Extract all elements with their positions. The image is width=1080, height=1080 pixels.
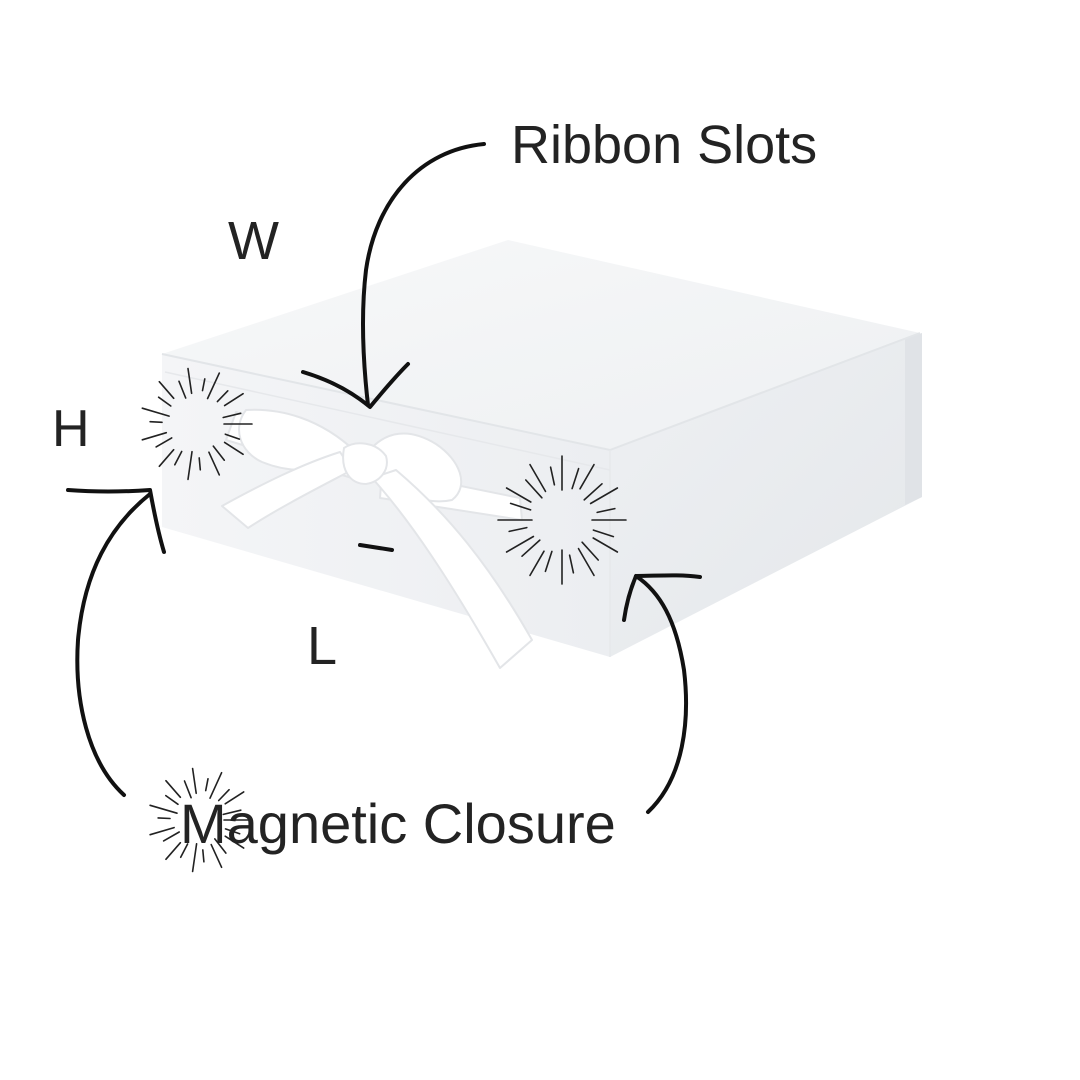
ribbon-knot (342, 442, 388, 485)
sparkle-ray (198, 457, 202, 471)
sparkle-ray (191, 767, 197, 795)
sparkle-ray (157, 396, 172, 407)
sparkle-ray (165, 794, 179, 806)
sparkle-ray (201, 378, 206, 392)
ribbon-arrow-icon (360, 142, 486, 407)
sparkle-ray (544, 550, 553, 573)
sparkle-ray (529, 463, 547, 493)
sparkle-ray (222, 412, 242, 419)
sparkle-ray (178, 380, 187, 399)
sparkle-ray (223, 392, 244, 407)
sparkle-ray (592, 537, 619, 553)
sparkle-ray (509, 502, 532, 511)
sparkle-ray (529, 550, 545, 577)
sparkle-ray (568, 554, 575, 574)
sparkle-ray (583, 482, 603, 501)
annotation-arrows (66, 142, 702, 814)
ribbon-bow (221, 408, 533, 669)
box-lid-top (162, 240, 920, 450)
sparkle-group (141, 367, 627, 873)
sparkle-icon-left (141, 367, 253, 481)
sparkle-ray (191, 842, 198, 873)
length-label: L (307, 616, 338, 676)
sparkle-ray (505, 487, 532, 503)
sparkle-ray (549, 466, 556, 486)
sparkle-ray (596, 507, 616, 514)
sparkle-ray (158, 448, 175, 468)
sparkle-ray (214, 838, 227, 854)
ribbon-tail-right (371, 469, 533, 669)
sparkle-ray (521, 539, 541, 558)
sparkle-ray (187, 450, 193, 481)
sparkle-ray (206, 372, 221, 400)
sparkle-ray (149, 804, 178, 815)
sparkle-ray (224, 433, 241, 440)
sparkle-ray (157, 817, 171, 820)
sparkle-ray (224, 835, 245, 849)
sparkle-ray (209, 771, 223, 800)
sparkle-ray (508, 526, 528, 533)
ribbon-arrowhead-icon (301, 362, 410, 409)
sparkle-ray (589, 487, 619, 505)
sparkle-ray (592, 529, 615, 538)
sparkle-ray (202, 849, 205, 863)
magnet-right-arrowhead-icon (622, 573, 702, 622)
sparkle-ray (208, 451, 221, 476)
sparkle-ray (179, 843, 189, 859)
box-spine (905, 333, 922, 505)
sparkle-ray (158, 380, 175, 400)
sparkle-ray (174, 450, 183, 466)
magnetic-closure-label: Magnetic Closure (180, 792, 616, 855)
sparkle-ray (155, 437, 173, 448)
ribbon-slots-label: Ribbon Slots (511, 115, 818, 175)
sparkle-icon-label (149, 767, 253, 873)
box-lid-seam (164, 371, 611, 471)
sparkle-ray (165, 779, 182, 799)
sparkle-icon-right (497, 455, 627, 585)
sparkle-ray (505, 535, 535, 553)
sparkle-ray (216, 389, 229, 403)
sparkle-ray (224, 828, 241, 835)
sparkle-ray (204, 777, 209, 792)
sparkle-ray (524, 479, 543, 499)
sparkle-ray (183, 780, 192, 799)
sparkle-ray (581, 541, 600, 561)
ribbon-tail-left (221, 451, 353, 529)
sparkle-ray (222, 809, 242, 816)
sparkle-ray (223, 441, 244, 456)
sparkle-ray (187, 367, 193, 395)
sparkle-ray (149, 826, 175, 836)
magnet-left-arrowhead-icon (66, 488, 166, 554)
sparkle-ray (165, 841, 182, 861)
height-label: H (52, 400, 90, 458)
sparkle-ray (577, 547, 595, 577)
sparkle-ray (162, 831, 180, 842)
magnet-left-arrow-icon (75, 492, 152, 797)
width-label: W (228, 211, 279, 271)
sparkle-ray (149, 420, 163, 424)
sparkle-ray (224, 791, 245, 805)
magnet-right-arrow-icon (634, 574, 689, 814)
sparkle-ray (210, 843, 223, 869)
sparkle-ray (141, 431, 168, 441)
sparkle-ray (212, 445, 226, 462)
ribbon-slot (358, 543, 394, 552)
sparkle-ray (217, 788, 230, 802)
sparkle-ray (141, 407, 170, 417)
sparkle-ray (571, 467, 580, 490)
sparkle-ray (579, 463, 595, 490)
